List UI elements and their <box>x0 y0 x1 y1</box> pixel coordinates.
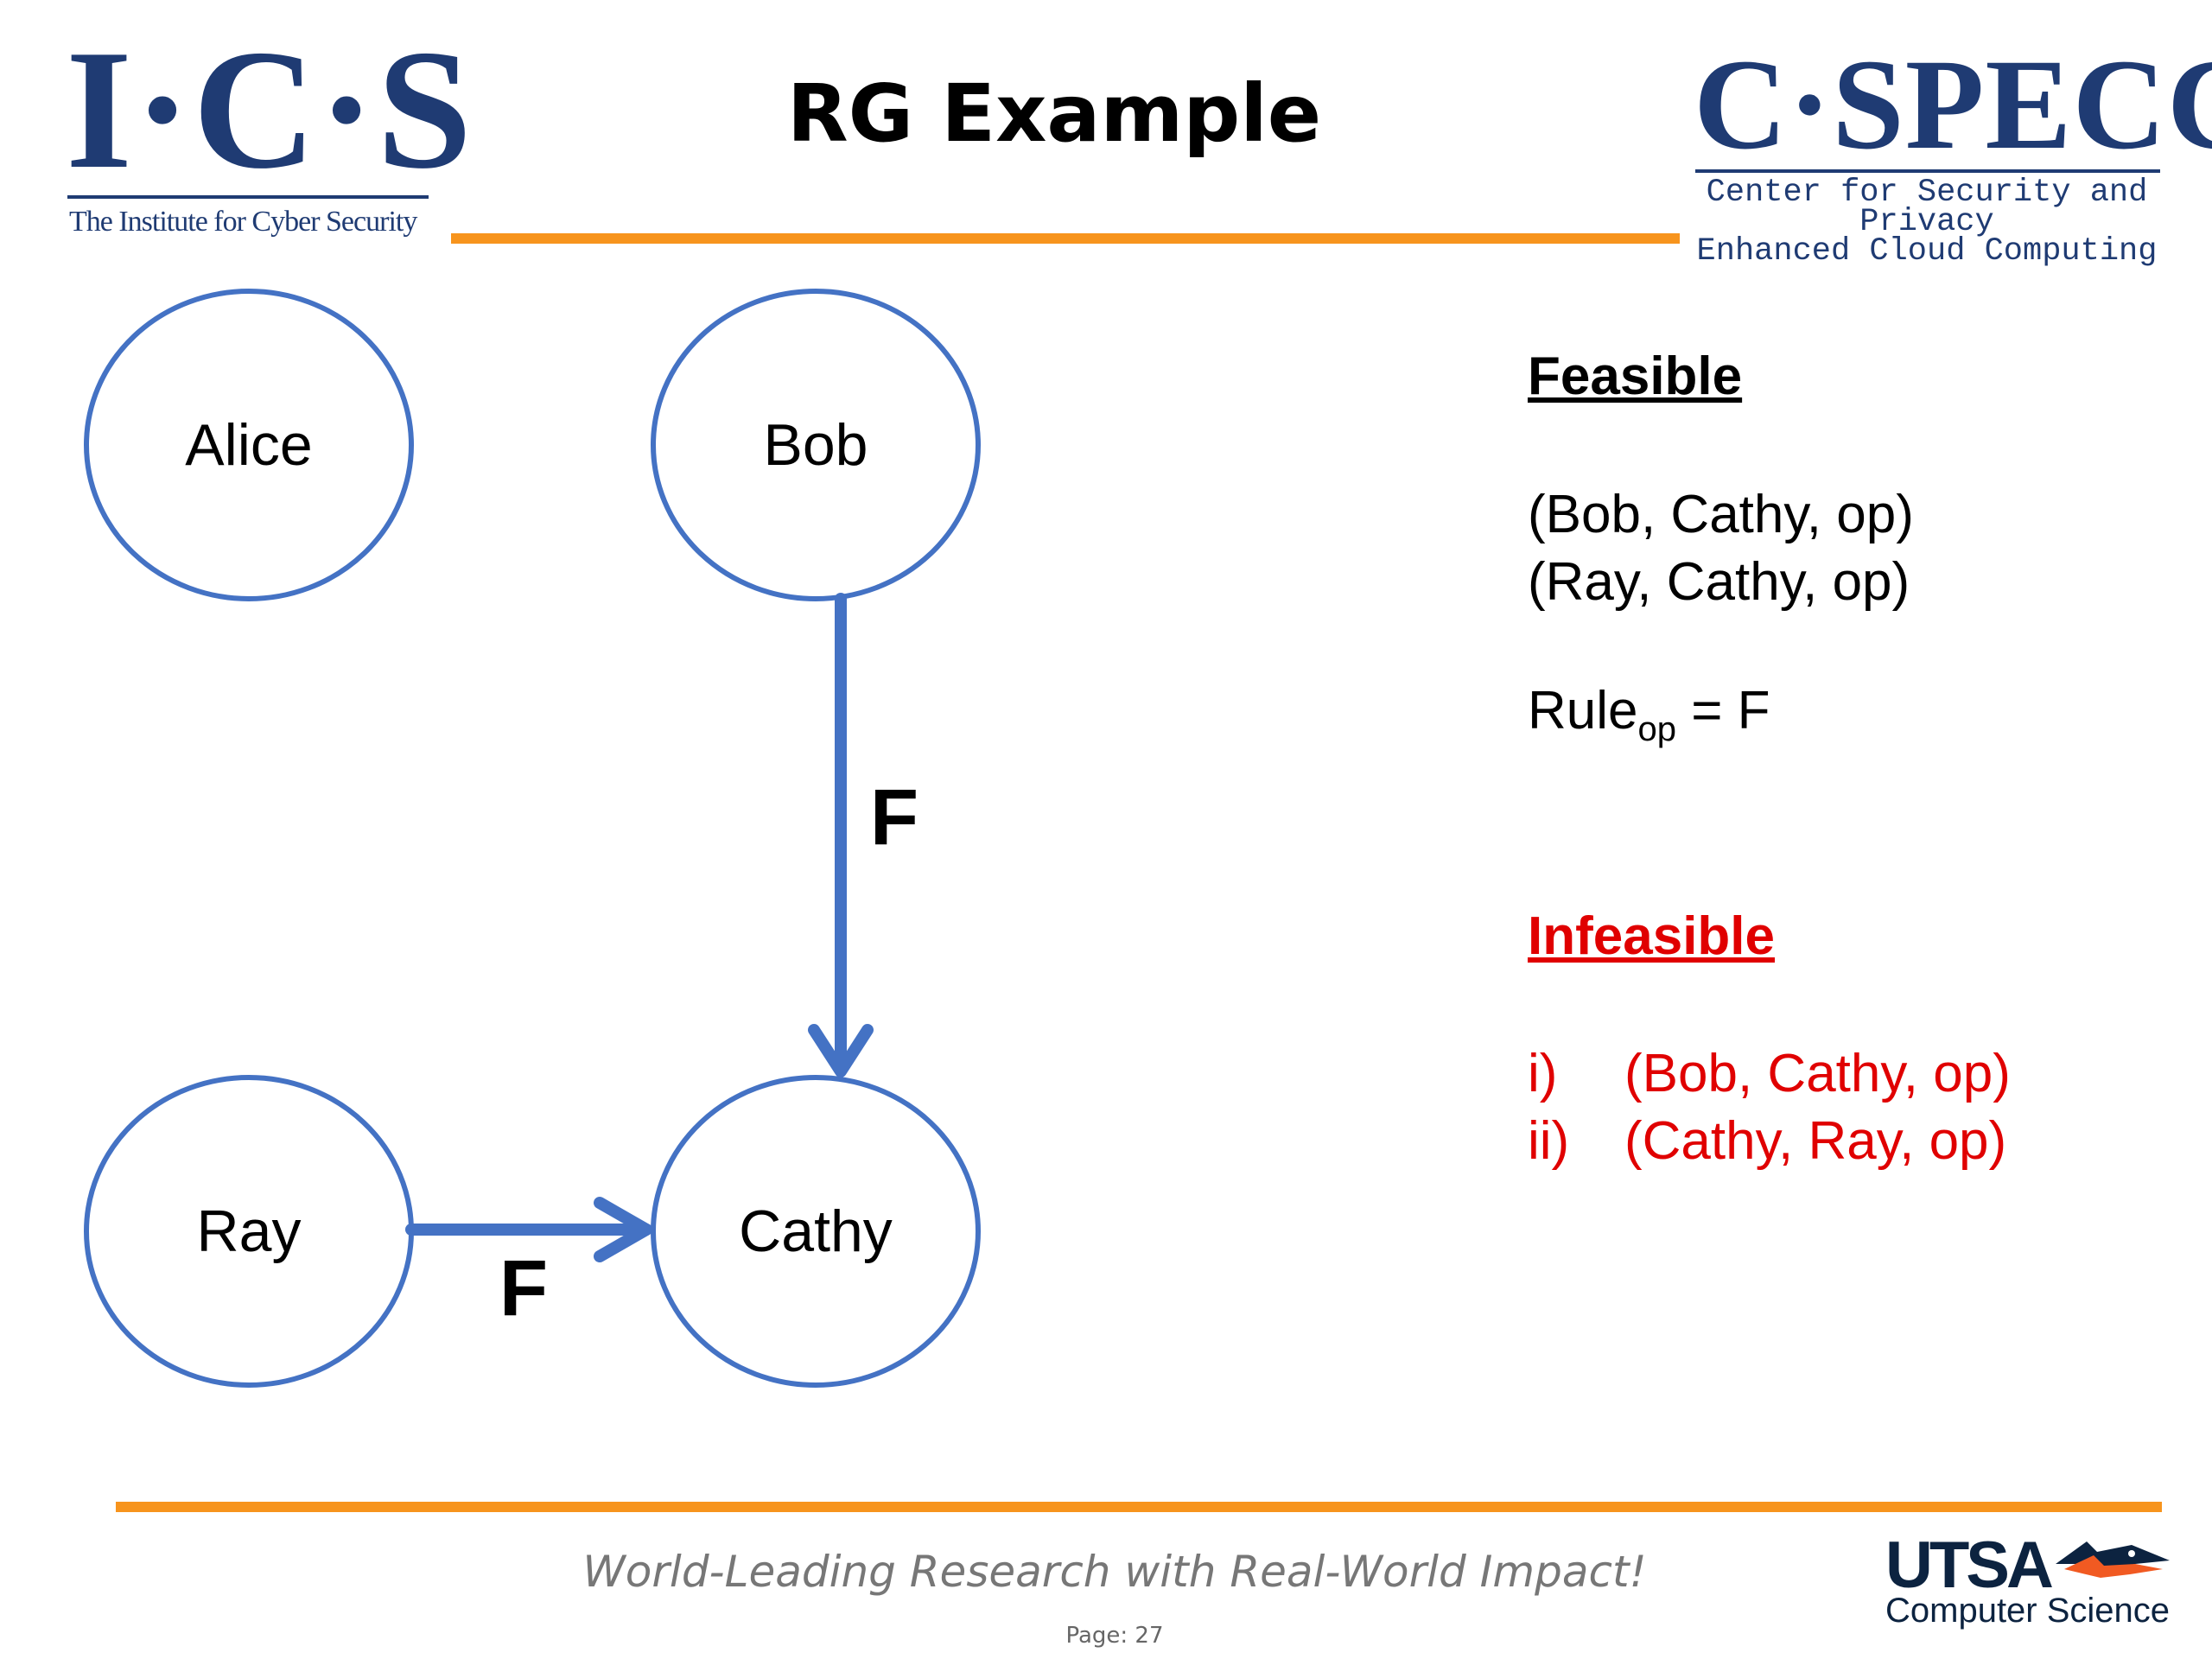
utsa-department: Computer Science <box>1885 1592 2171 1630</box>
edge-label-bob-cathy: F <box>870 773 918 861</box>
infeasible-item-text: (Cathy, Ray, op) <box>1624 1111 2007 1171</box>
utsa-logo: UTSA <box>1885 1529 2054 1602</box>
node-cathy <box>651 1075 981 1388</box>
cspecc-subtitle: Center for Security and Privacy Enhanced… <box>1685 175 2169 270</box>
ics-logo-rule <box>67 195 429 199</box>
slide-title: RG Example <box>786 67 1322 160</box>
footer-accent-line <box>116 1502 2162 1512</box>
footer-tagline: World-Leading Research with Real-World I… <box>582 1547 1647 1597</box>
node-label-ray: Ray <box>197 1198 302 1264</box>
infeasible-item-text: (Bob, Cathy, op) <box>1624 1044 2011 1103</box>
infeasible-item-number: ii) <box>1528 1111 1570 1171</box>
node-label-bob: Bob <box>764 412 868 478</box>
rule-base: Rule <box>1528 681 1638 741</box>
edge-label-ray-cathy: F <box>499 1244 548 1332</box>
node-label-cathy: Cathy <box>739 1198 893 1264</box>
feasible-item: (Bob, Cathy, op) <box>1528 485 1914 544</box>
roadrunner-icon <box>2056 1541 2170 1578</box>
ics-tagline: The Institute for Cyber Security <box>69 206 417 238</box>
cspecc-logo-rule <box>1695 169 2160 173</box>
infeasible-item: i) (Bob, Cathy, op) <box>1528 1047 2011 1101</box>
page-number: Page: 27 <box>1065 1623 1164 1649</box>
edge-bob-cathy-arrowhead <box>808 1024 874 1077</box>
node-label-alice: Alice <box>185 412 312 478</box>
cspecc-subtitle-line2: Enhanced Cloud Computing <box>1696 233 2158 270</box>
feasible-item: (Ray, Cathy, op) <box>1528 552 1910 612</box>
header-accent-line <box>451 233 1680 244</box>
rule-subscript: op <box>1637 710 1677 748</box>
infeasible-item: ii)(Cathy, Ray, op) <box>1528 1115 2006 1168</box>
rule-statement: Ruleop = F <box>1528 684 1770 747</box>
feasible-heading: Feasible <box>1528 346 1743 406</box>
ics-logo: I·C·S <box>66 15 474 204</box>
infeasible-heading: Infeasible <box>1528 906 1775 966</box>
edge-ray-cathy-arrowhead <box>594 1197 652 1262</box>
node-bob <box>651 289 981 601</box>
cspecc-subtitle-line1: Center for Security and Privacy <box>1706 175 2148 240</box>
node-alice <box>84 289 414 601</box>
infeasible-item-number: i) <box>1528 1044 1558 1103</box>
rule-rhs: = F <box>1676 681 1770 741</box>
cspecc-logo: C·SPECC <box>1694 33 2212 176</box>
